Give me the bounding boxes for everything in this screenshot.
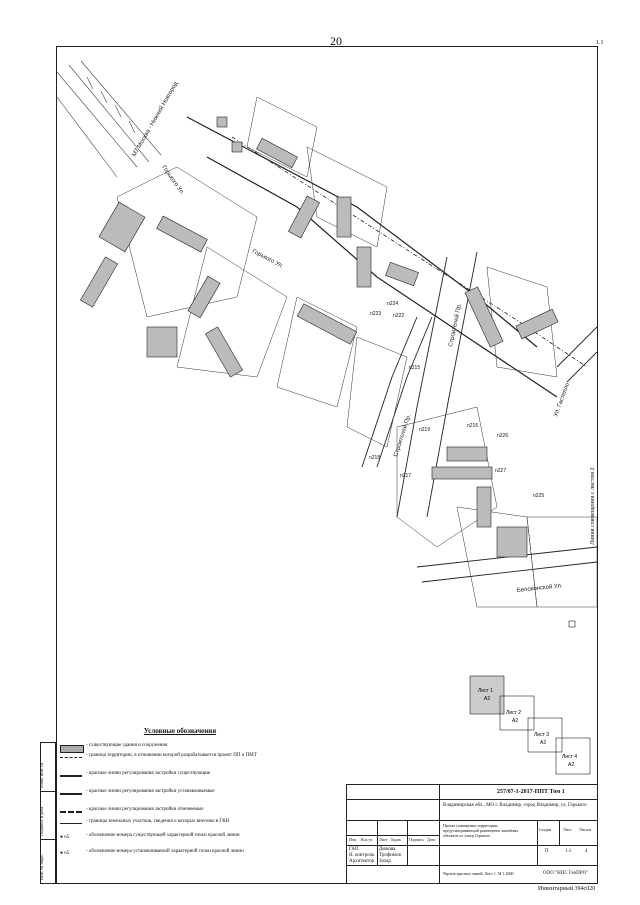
hdr-sign: Подпись (409, 837, 424, 842)
strip-cell: Взам. инв. № (39, 743, 55, 792)
point-label: n225 (533, 493, 544, 499)
line-new-symbol (60, 793, 82, 795)
sheet-index: Лист 1 А2 Лист 2 А2 Лист 3 А2 Лист 4 А2 (469, 675, 591, 775)
hdr-list: Лист (379, 837, 388, 842)
inventory-number: Инвентарный 394с020 (538, 886, 596, 892)
legend-item: - красные линии регулирования застройки … (60, 789, 340, 803)
hdr-doc: №док (391, 837, 401, 842)
point-label: n215 (409, 365, 420, 371)
legend-item: - граница территории, в отношении которо… (60, 753, 340, 767)
sheet-4-size: А2 (568, 762, 574, 768)
company-name: ООО "НПС ГеоПРО" (543, 871, 589, 876)
vertical-stamp-strip: Взам. инв. № Подпись и дата Инв. № подл. (39, 742, 56, 884)
title-block: 257/07-1-2017-ППТ Том 1 Владимирская обл… (346, 784, 598, 884)
street-label-stroiteley-2: Строителей Пр. (392, 413, 412, 457)
hdr-kol: Кол.уч (361, 837, 373, 842)
point-label: n219 (419, 427, 430, 433)
line-existing-symbol (60, 775, 82, 777)
sheet-2-label: Лист 2 (506, 710, 521, 716)
gastello-street (556, 326, 597, 383)
project-location: Владимирская обл., МО г. Владимир, город… (443, 803, 587, 808)
line-removed-symbol (60, 811, 82, 813)
map-canvas: М7 Москва - Нижний Новгород Горького Ул.… (57, 60, 597, 628)
legend-item: - границы земельных участков, сведения о… (60, 819, 340, 833)
list-value: 1.1 (565, 849, 572, 854)
stage-hdr: Стадия (539, 827, 552, 832)
project-description: Проект планировки территории, предусматр… (443, 823, 519, 838)
plot-symbol (60, 823, 82, 824)
point-label: n216 (467, 423, 478, 429)
name-3: Захар (379, 859, 391, 864)
name-1: Дюкова (379, 847, 396, 852)
match-line-note: Линия совмещения с листом 2 (590, 467, 596, 545)
drawing-scale: Чертеж красных линий. Лист 1. М 1:2000 (443, 871, 514, 876)
point-new-symbol: ● n5 (60, 851, 70, 856)
sheet-3-label: Лист 3 (534, 732, 549, 738)
gorky-street-corridor (186, 116, 588, 398)
street-label-belokonskaya: Белоконской Ул. (516, 582, 563, 594)
hdr-izm: Изм. (349, 837, 357, 842)
hdr-date: Дата (427, 837, 435, 842)
point-label: n224 (387, 301, 398, 307)
point-label: n217 (400, 473, 411, 479)
role-gap: ГАП (349, 847, 359, 852)
name-2: Трофимов (379, 853, 401, 858)
point-label: n226 (497, 433, 508, 439)
stage-value: П (545, 849, 549, 854)
project-code: 257/07-1-2017-ППТ Том 1 (497, 789, 565, 795)
point-existing-symbol: ● n5 (60, 835, 70, 840)
street-label-gorky-main: Горького Ул. (251, 248, 284, 270)
role-control: Н. контроль (349, 853, 375, 858)
sheet-1-label: Лист 1 (478, 688, 493, 694)
drawing-frame (56, 46, 598, 884)
strip-cell: Подпись и дата (39, 791, 55, 840)
legend-item: ● n5 - обозначение номера существующей х… (60, 833, 340, 847)
list-hdr: Лист (563, 827, 572, 832)
street-label-gastello: Ул. Гастелло (553, 381, 571, 417)
buildings (80, 116, 559, 558)
point-label: n218 (369, 455, 380, 461)
boundary-symbol (60, 757, 82, 758)
sheet-2-box (499, 695, 535, 731)
sheet-4-label: Лист 4 (562, 754, 577, 760)
strip-cell: Инв. № подл. (39, 854, 44, 880)
m7-road (57, 60, 162, 178)
street-label-m7: М7 Москва - Нижний Новгород (131, 80, 180, 158)
point-label: n223 (370, 311, 381, 317)
sheet-3-size: А2 (540, 740, 546, 746)
legend-item: - красные линии регулирования застройки … (60, 771, 340, 785)
point-label: n227 (495, 468, 506, 474)
sheet-1-size: А2 (484, 696, 490, 702)
sheet-1-box (469, 675, 505, 715)
page-number: 20 (330, 34, 342, 48)
sheet-3-box (527, 717, 563, 753)
land-plots (116, 96, 597, 608)
lists-hdr: Листов (579, 827, 592, 832)
sheet-mark: 1.1 (596, 40, 604, 46)
sheet-4-box (555, 737, 591, 775)
lists-value: 4 (585, 849, 588, 854)
role-architect: Архитектор (349, 859, 375, 864)
building-symbol (60, 745, 84, 753)
legend-item: ● n5 - обозначение номера устанавливаемо… (60, 849, 340, 863)
marker-square (568, 620, 576, 628)
legend-item: - существующие здания и сооружения (60, 743, 340, 757)
legend-item: - красные линии регулирования застройки … (60, 807, 340, 821)
legend: Условные обозначения - существующие здан… (60, 727, 340, 856)
legend-title: Условные обозначения (143, 727, 217, 735)
point-label: n222 (393, 313, 404, 319)
sheet-2-size: А2 (512, 718, 518, 724)
